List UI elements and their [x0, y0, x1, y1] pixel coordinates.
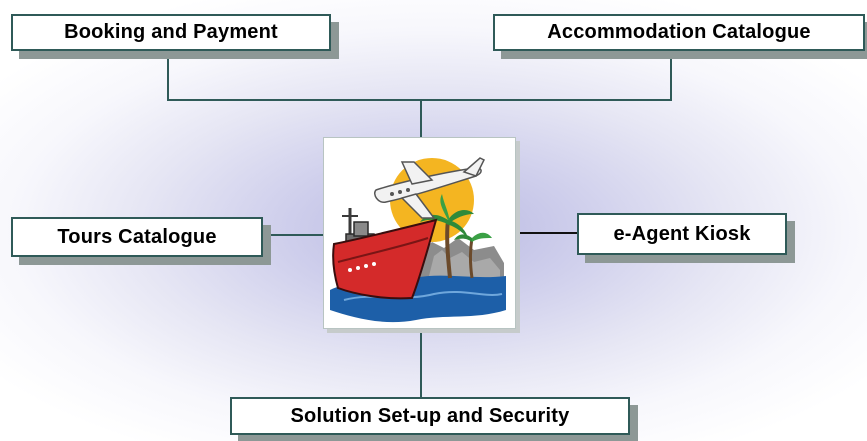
- accommodation-catalogue-label: Accommodation Catalogue: [547, 21, 811, 43]
- accommodation-catalogue-box: Accommodation Catalogue: [493, 14, 865, 51]
- ship-icon: [332, 208, 438, 300]
- travel-image-hub: [323, 137, 516, 329]
- tours-catalogue-label: Tours Catalogue: [57, 225, 217, 248]
- booking-and-payment-box: Booking and Payment: [11, 14, 331, 51]
- travel-clipart-icon: [330, 157, 506, 323]
- e-agent-kiosk-box: e-Agent Kiosk: [577, 213, 787, 255]
- solution-setup-security-label: Solution Set-up and Security: [290, 404, 570, 427]
- e-agent-kiosk-label: e-Agent Kiosk: [613, 222, 751, 245]
- booking-and-payment-label: Booking and Payment: [64, 21, 278, 43]
- tours-catalogue-box: Tours Catalogue: [11, 217, 263, 257]
- solution-setup-security-box: Solution Set-up and Security: [230, 397, 630, 435]
- airplane-icon: [374, 157, 486, 219]
